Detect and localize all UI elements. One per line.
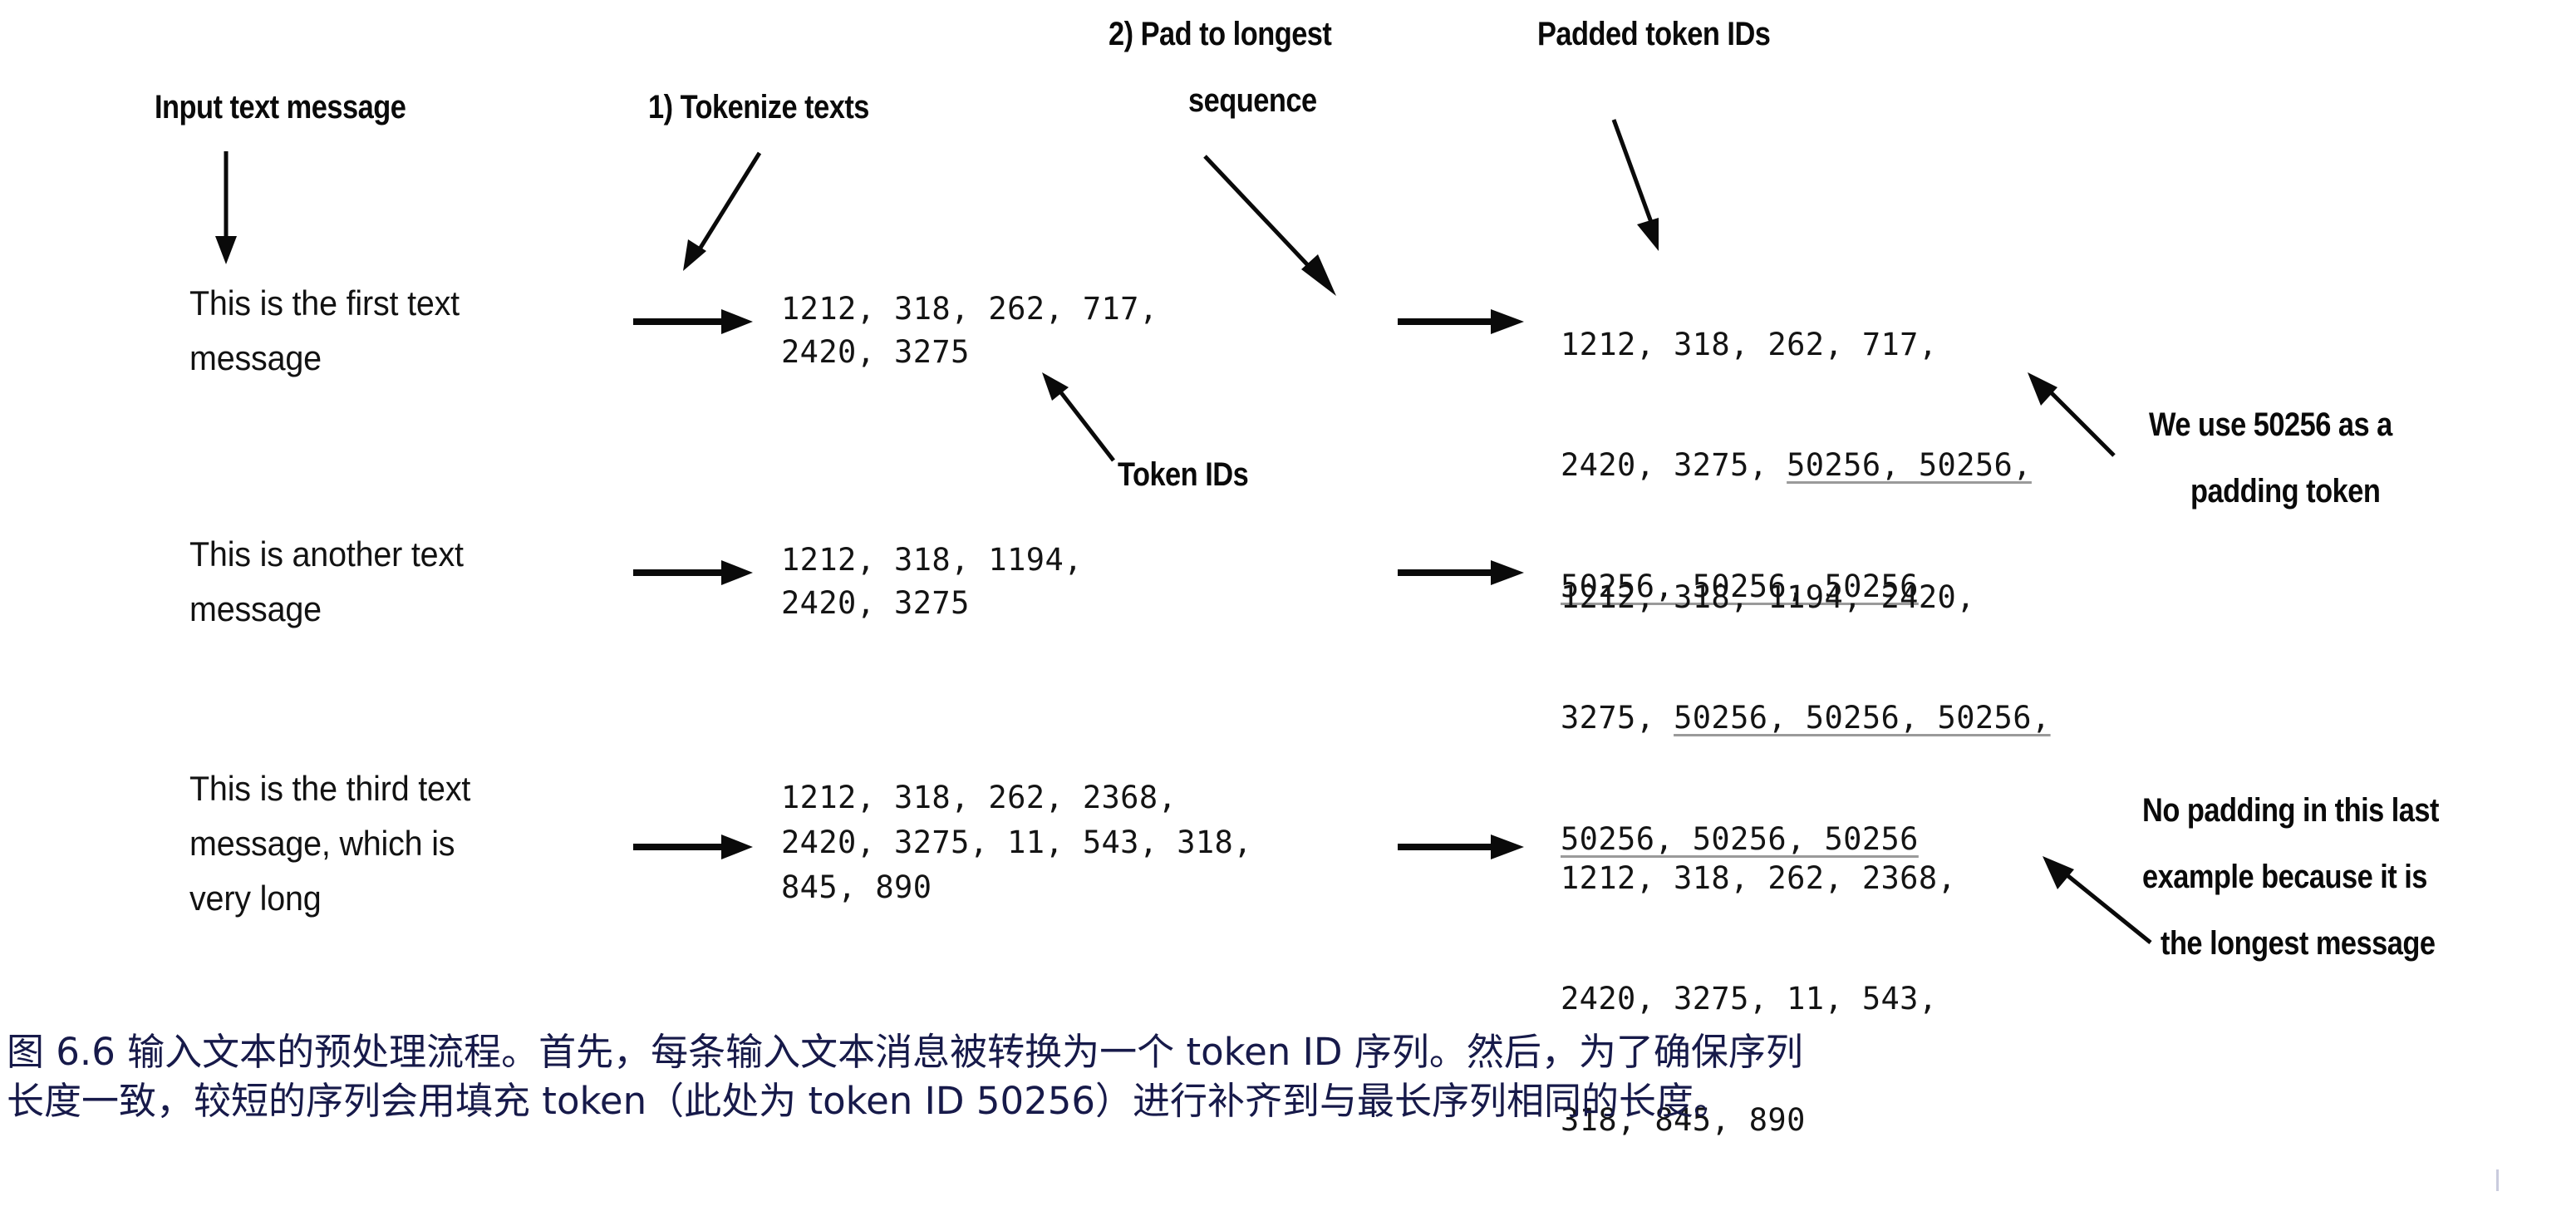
- input-message-2-line-2: message: [189, 589, 322, 628]
- pointer-arrow-padded-token-ids: [1604, 116, 1720, 258]
- input-message-3-line-1: This is the third text: [189, 769, 471, 808]
- token-ids-row1-line-2: 2420, 3275: [781, 334, 970, 370]
- padded-token-ids-row3-line-2: 2420, 3275, 11, 543,: [1561, 979, 1956, 1019]
- input-message-1-line-2: message: [189, 338, 322, 377]
- input-message-2-line-1: This is another text: [189, 534, 464, 574]
- token-ids-row3-line-3: 845, 890: [781, 869, 932, 905]
- padded-token-ids-row2-line-1: 1212, 318, 1194, 2420,: [1561, 578, 2051, 618]
- heading-pad-to-longest-line1: 2) Pad to longest: [1109, 16, 1332, 52]
- padded-seg: 1212, 318, 1194, 2420,: [1561, 578, 1975, 615]
- process-arrow-row1-pad: [1396, 308, 1529, 336]
- process-arrow-row2-tokenize: [632, 559, 756, 587]
- heading-token-ids: Token IDs: [1118, 456, 1249, 493]
- padded-seg: 1212, 318, 262, 2368,: [1561, 859, 1957, 896]
- annotation-padding-note-line-2: padding token: [2190, 473, 2381, 510]
- padded-token-ids-row2-line-3: 50256, 50256, 50256: [1561, 820, 2051, 859]
- process-arrow-row3-pad: [1396, 833, 1529, 861]
- token-ids-row1-line-1: 1212, 318, 262, 717,: [781, 291, 1158, 327]
- padded-token-ids-row3-line-1: 1212, 318, 262, 2368,: [1561, 859, 1956, 899]
- pointer-arrow-no-padding-note: [2034, 853, 2175, 953]
- padding-token-seg: 50256, 50256,: [1787, 447, 2032, 484]
- figure-caption-line-2: 长度一致，较短的序列会用填充 token（此处为 token ID 50256）…: [7, 1079, 1731, 1124]
- padded-token-ids-row2: 1212, 318, 1194, 2420, 3275, 50256, 5025…: [1561, 497, 2051, 940]
- pointer-arrow-input-text-message: [208, 150, 258, 266]
- process-arrow-row2-pad: [1396, 559, 1529, 587]
- padded-token-ids-row2-line-2: 3275, 50256, 50256, 50256,: [1561, 698, 2051, 738]
- input-message-3-line-2: message, which is: [189, 824, 455, 863]
- token-ids-row2-line-1: 1212, 318, 1194,: [781, 542, 1083, 578]
- padded-seg: 2420, 3275,: [1561, 447, 1787, 484]
- padding-token-seg: 50256, 50256, 50256,: [1674, 700, 2051, 736]
- padded-token-ids-row1-line-3: 50256, 50256, 50256: [1561, 567, 2032, 607]
- heading-pad-to-longest-line2: sequence: [1188, 82, 1317, 119]
- input-message-1-line-1: This is the first text: [189, 283, 460, 322]
- heading-tokenize-texts: 1) Tokenize texts: [648, 89, 869, 126]
- figure-caption-line-1: 图 6.6 输入文本的预处理流程。首先，每条输入文本消息被转换为一个 token…: [7, 1030, 1803, 1074]
- padded-token-ids-row3-line-3: 318, 845, 890: [1561, 1100, 1956, 1140]
- annotation-padding-note-line-1: We use 50256 as a: [2149, 406, 2392, 443]
- padded-token-ids-row1-line-1: 1212, 318, 262, 717,: [1561, 325, 2032, 365]
- pointer-arrow-padding-note: [2021, 369, 2137, 469]
- heading-padded-token-ids: Padded token IDs: [1537, 16, 1771, 52]
- token-ids-row2-line-2: 2420, 3275: [781, 585, 970, 621]
- annotation-no-padding-line-1: No padding in this last: [2142, 792, 2439, 829]
- heading-input-text-message: Input text message: [155, 89, 406, 126]
- padded-token-ids-row3: 1212, 318, 262, 2368, 2420, 3275, 11, 54…: [1561, 778, 1956, 1221]
- figure-caption: 图 6.6 输入文本的预处理流程。首先，每条输入文本消息被转换为一个 token…: [7, 1027, 2549, 1126]
- process-arrow-row1-tokenize: [632, 308, 756, 336]
- pointer-arrow-tokenize-texts: [665, 150, 781, 274]
- padded-seg: 2420, 3275, 11, 543,: [1561, 981, 1938, 1017]
- padded-token-ids-row1: 1212, 318, 262, 717, 2420, 3275, 50256, …: [1561, 244, 2032, 687]
- pointer-arrow-token-ids: [1037, 367, 1145, 467]
- padded-seg: 1212, 318, 262, 717,: [1561, 326, 1938, 362]
- token-ids-row3-line-2: 2420, 3275, 11, 543, 318,: [781, 825, 1252, 860]
- padding-token-seg: 50256, 50256, 50256: [1561, 820, 1919, 857]
- annotation-no-padding-line-2: example because it is: [2142, 859, 2427, 895]
- padded-seg: 3275,: [1561, 700, 1674, 736]
- input-message-3-line-3: very long: [189, 879, 322, 918]
- token-ids-row3-line-1: 1212, 318, 262, 2368,: [781, 780, 1177, 815]
- pointer-arrow-pad-to-longest: [1197, 153, 1363, 303]
- annotation-no-padding-line-3: the longest message: [2161, 925, 2436, 962]
- padded-seg: 318, 845, 890: [1561, 1101, 1806, 1138]
- process-arrow-row3-tokenize: [632, 833, 756, 861]
- padding-token-seg: 50256, 50256, 50256: [1561, 568, 1919, 604]
- padded-token-ids-row1-line-2: 2420, 3275, 50256, 50256,: [1561, 446, 2032, 485]
- page-edge-tick: [2496, 1169, 2499, 1191]
